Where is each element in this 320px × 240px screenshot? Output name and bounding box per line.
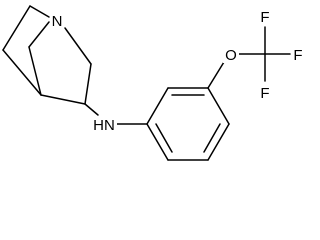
bond-ring-6-1 bbox=[146, 123, 169, 161]
f-right-label-background bbox=[291, 46, 305, 63]
nh-label-background bbox=[92, 116, 117, 133]
bond-n-c2 bbox=[29, 5, 50, 18]
bond-ring-o bbox=[207, 61, 225, 89]
ether-o-label: O bbox=[225, 47, 237, 64]
bond-c5-c6 bbox=[28, 46, 42, 96]
quinuclidine-n-label: N bbox=[52, 13, 63, 30]
bond-n-c7 bbox=[64, 27, 92, 65]
bond-ring-3-4 bbox=[207, 87, 230, 125]
chemical-structure-diagram: N HN O F F F bbox=[2, 5, 305, 161]
fluorine-right-label: F bbox=[293, 47, 302, 64]
aromatic-bond-left bbox=[155, 123, 173, 153]
f-bottom-label-background bbox=[259, 84, 272, 101]
bond-c8-nh bbox=[84, 103, 99, 116]
n-label-background bbox=[50, 12, 64, 29]
aromatic-bond-right bbox=[203, 123, 221, 153]
fluorine-top-label: F bbox=[260, 9, 269, 26]
bond-c7-c8 bbox=[84, 63, 92, 105]
f-top-label-background bbox=[259, 8, 272, 25]
bond-c3-c4 bbox=[2, 49, 42, 96]
o-label-background bbox=[223, 46, 239, 63]
bond-ring-4-5 bbox=[207, 123, 230, 161]
bond-c2-c3 bbox=[2, 5, 31, 51]
bond-ring-1-2 bbox=[146, 87, 169, 125]
bond-n-c5 bbox=[28, 21, 50, 48]
bond-c8-c4 bbox=[40, 94, 86, 105]
amine-nh-label: HN bbox=[93, 117, 115, 134]
fluorine-bottom-label: F bbox=[260, 85, 269, 102]
